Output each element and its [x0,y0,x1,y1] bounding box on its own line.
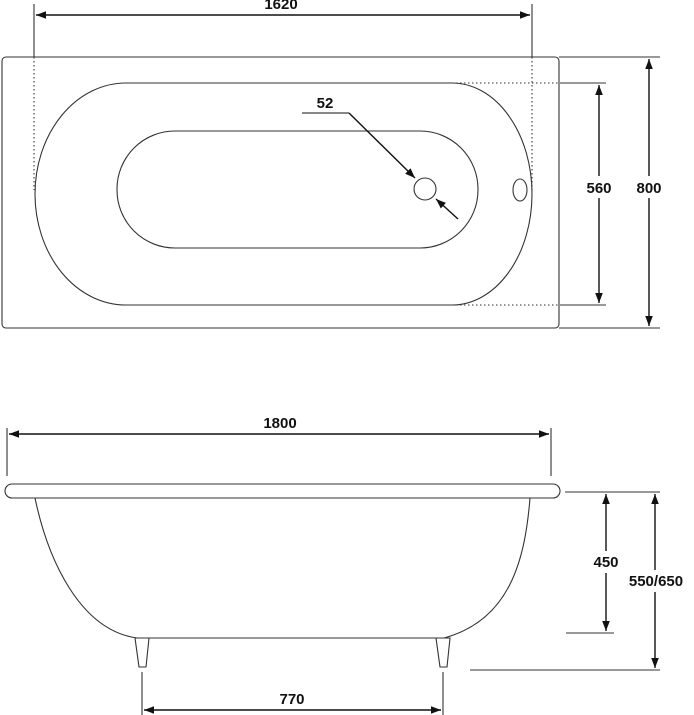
drain-hole [413,177,437,201]
drain-arrow-upper [348,112,416,179]
label-drain-diameter: 52 [317,95,334,112]
top-view: 1620 52 560 800 [1,0,668,329]
tub-leg-right [435,637,451,668]
label-leg-spacing: 770 [279,691,304,708]
tub-leg-left [134,637,150,668]
side-view: 1800 450 550/650 770 [4,415,692,715]
overflow-hole [512,178,528,202]
tub-rim-side [4,483,561,499]
label-body-height: 450 [593,554,618,571]
label-inner-length: 1620 [264,0,297,13]
label-total-height: 550/650 [629,573,683,590]
tub-inner-basin [34,82,533,306]
label-outer-width: 800 [636,180,661,197]
tub-outer-rim [1,56,560,329]
label-total-length: 1800 [263,415,296,432]
tub-body-side [34,497,531,639]
tub-floor [116,130,479,249]
label-inner-width: 560 [586,180,611,197]
drain-arrow-lower [435,198,459,220]
